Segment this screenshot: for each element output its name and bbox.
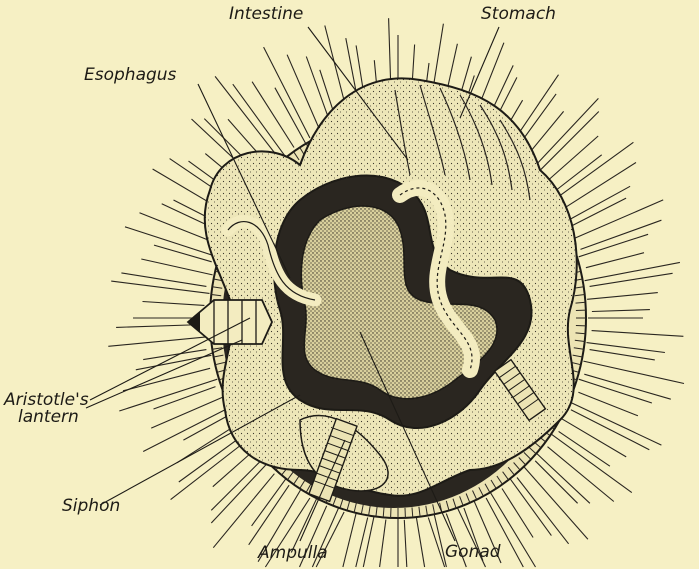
spine	[356, 518, 368, 568]
label-aristotles-lantern-line2: lantern	[4, 409, 89, 426]
spine	[343, 511, 357, 567]
spine	[211, 461, 260, 511]
spine	[586, 253, 644, 268]
spine	[171, 442, 245, 500]
spine	[233, 84, 286, 158]
spine	[564, 186, 630, 222]
spine	[559, 431, 610, 466]
spine	[590, 350, 655, 360]
spine	[154, 245, 212, 262]
spine	[287, 55, 322, 137]
spine	[592, 331, 684, 337]
spine	[249, 485, 289, 545]
spine	[510, 478, 552, 535]
spine	[252, 82, 294, 148]
label-ampulla: Ampulla	[258, 545, 328, 562]
label-intestine: Intestine	[229, 6, 303, 23]
spine	[581, 220, 662, 249]
spine	[535, 461, 577, 504]
spine	[537, 453, 590, 503]
spine	[363, 515, 374, 568]
spine	[215, 76, 279, 158]
spine	[416, 515, 425, 567]
spine	[404, 520, 407, 567]
spine	[123, 368, 210, 391]
spine	[551, 155, 602, 194]
spine	[587, 293, 658, 300]
label-siphon: Siphon	[62, 498, 120, 515]
spine	[108, 337, 209, 347]
spine	[590, 273, 673, 286]
spine	[570, 402, 661, 445]
spine	[179, 434, 245, 482]
spine	[143, 410, 225, 452]
spine	[380, 520, 386, 567]
spine	[211, 463, 268, 524]
spine	[583, 361, 684, 383]
spine	[125, 227, 217, 257]
spine	[141, 259, 212, 275]
spine	[572, 200, 663, 239]
spine	[585, 262, 680, 280]
spine	[275, 88, 306, 145]
spine	[143, 302, 205, 306]
spine	[571, 198, 626, 226]
label-aristotles-lantern: Aristotle's lantern	[4, 392, 89, 426]
spine	[528, 98, 599, 173]
spine	[252, 478, 287, 526]
spine	[502, 489, 533, 538]
label-gonad: Gonad	[445, 544, 501, 561]
label-stomach: Stomach	[481, 6, 556, 23]
spine	[524, 467, 588, 540]
label-esophagus: Esophagus	[84, 67, 176, 84]
spine	[111, 281, 209, 293]
spine	[592, 310, 650, 312]
